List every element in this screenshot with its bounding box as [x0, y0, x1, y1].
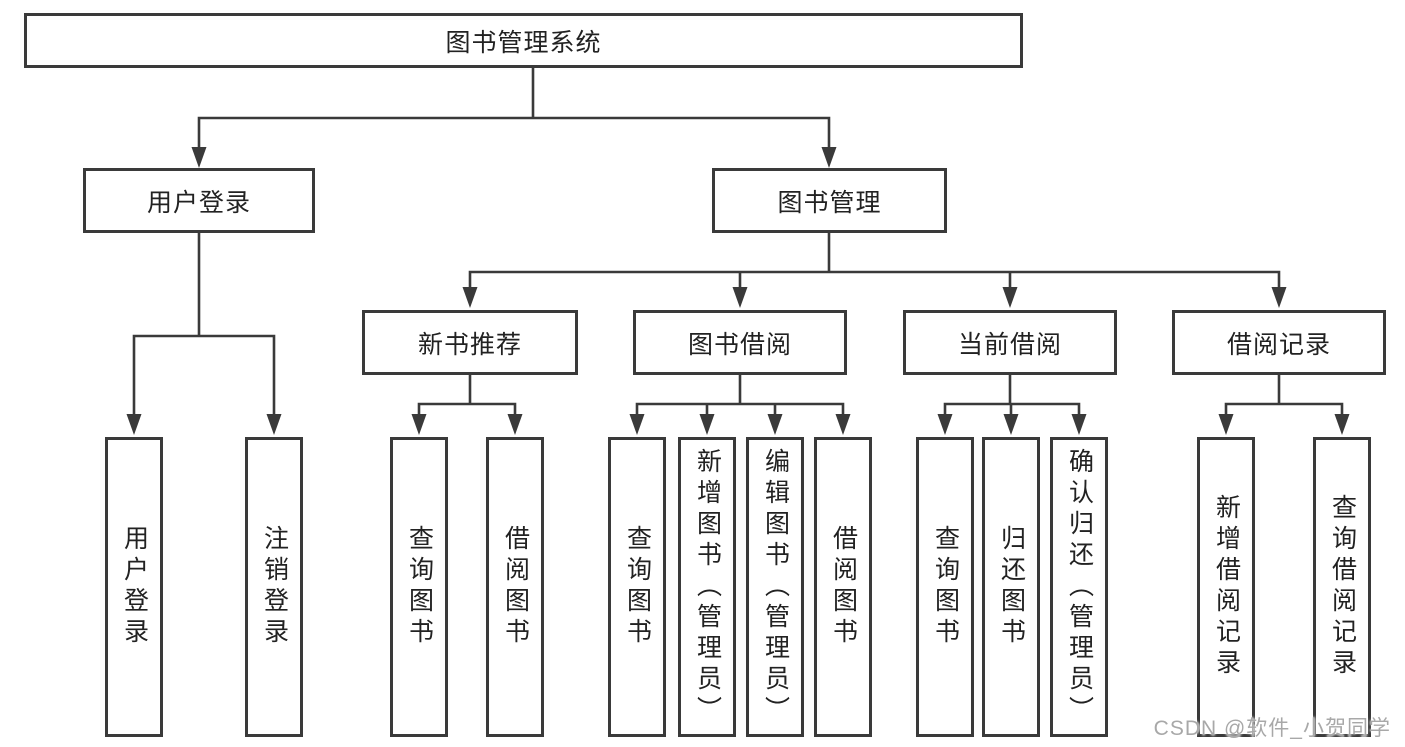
node-book-management: 图书管理 [712, 168, 947, 233]
arrowhead [821, 147, 837, 168]
arrowhead [732, 287, 748, 308]
leaf-user-login: 用户登录 [105, 437, 163, 737]
node-borrow-records: 借阅记录 [1172, 310, 1386, 375]
arrowhead [1003, 414, 1019, 435]
leaf-query-borrow-record: 查询借阅记录 [1313, 437, 1371, 737]
arrowhead [629, 414, 645, 435]
node-label: 确认归还（管理员） [1065, 447, 1094, 727]
node-label: 借阅记录 [1226, 330, 1331, 359]
leaf-borrow-books: 借阅图书 [814, 437, 872, 737]
node-label: 借阅图书 [829, 525, 858, 649]
node-label: 查询图书 [623, 525, 652, 649]
arrowhead [1334, 414, 1350, 435]
leaf-add-borrow-record: 新增借阅记录 [1197, 437, 1255, 737]
arrowhead [462, 287, 478, 308]
node-label: 图书管理系统 [445, 28, 602, 57]
arrowheads [126, 147, 1350, 435]
leaf-query-books: 查询图书 [390, 437, 448, 737]
node-label: 图书借阅 [687, 330, 792, 359]
leaf-add-books-admin: 新增图书（管理员） [678, 437, 736, 737]
node-label: 查询借阅记录 [1328, 494, 1357, 680]
node-label: 注销登录 [260, 525, 289, 649]
arrowhead [937, 414, 953, 435]
node-label: 图书管理 [777, 188, 882, 217]
node-label: 借阅图书 [501, 525, 530, 649]
arrowhead [767, 414, 783, 435]
node-label: 查询图书 [931, 525, 960, 649]
node-label: 新增图书（管理员） [693, 447, 722, 727]
leaf-query-books: 查询图书 [608, 437, 666, 737]
arrowhead [411, 414, 427, 435]
node-label: 新增借阅记录 [1212, 494, 1241, 680]
arrowhead [1002, 287, 1018, 308]
arrowhead [835, 414, 851, 435]
arrowhead [1271, 287, 1287, 308]
csdn-watermark: CSDN @软件_小贺同学 [1153, 717, 1391, 740]
node-user-login: 用户登录 [83, 168, 315, 233]
leaf-edit-books-admin: 编辑图书（管理员） [746, 437, 804, 737]
arrowhead [1071, 414, 1087, 435]
node-label: 用户登录 [146, 188, 251, 217]
node-label: 新书推荐 [417, 330, 522, 359]
node-label: 当前借阅 [957, 330, 1062, 359]
leaf-return-books: 归还图书 [982, 437, 1040, 737]
arrowhead [191, 147, 207, 168]
node-label: 编辑图书（管理员） [761, 447, 790, 727]
arrowhead [1218, 414, 1234, 435]
node-label: 用户登录 [120, 525, 149, 649]
node-current-borrow: 当前借阅 [903, 310, 1117, 375]
leaf-logout: 注销登录 [245, 437, 303, 737]
node-book-borrow: 图书借阅 [633, 310, 847, 375]
node-new-book-recommend: 新书推荐 [362, 310, 578, 375]
node-label: 归还图书 [997, 525, 1026, 649]
node-library-management-system: 图书管理系统 [24, 13, 1023, 68]
arrowhead [507, 414, 523, 435]
arrowhead [699, 414, 715, 435]
leaf-borrow-books: 借阅图书 [486, 437, 544, 737]
leaf-query-books: 查询图书 [916, 437, 974, 737]
leaf-confirm-return-admin: 确认归还（管理员） [1050, 437, 1108, 737]
arrowhead [266, 414, 282, 435]
node-label: 查询图书 [405, 525, 434, 649]
arrowhead [126, 414, 142, 435]
